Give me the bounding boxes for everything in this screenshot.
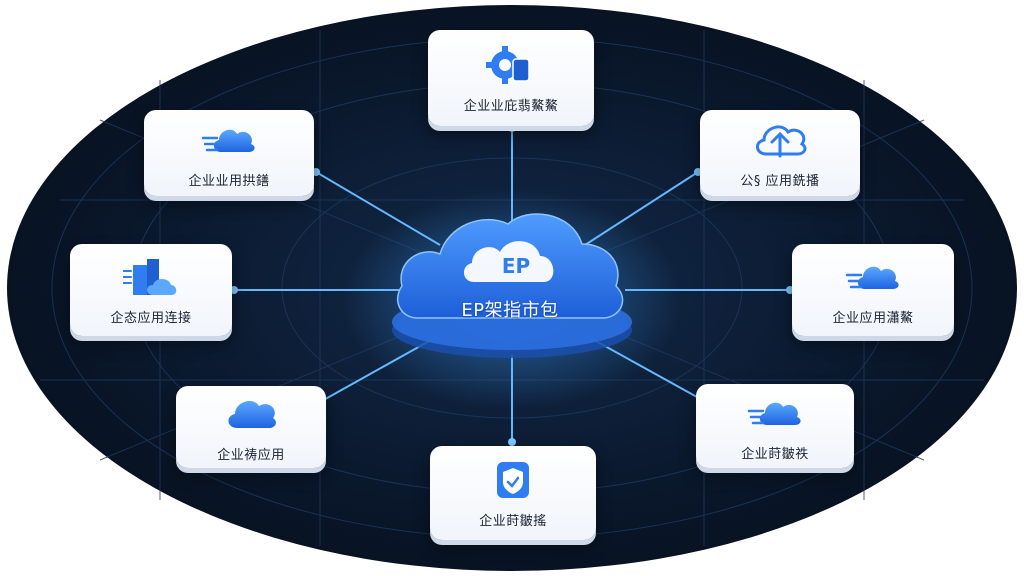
cloud-speed-icon bbox=[201, 129, 255, 152]
node-label: 企业应用瀟鰲 bbox=[832, 310, 914, 326]
node-label: 企业祷应用 bbox=[217, 447, 285, 463]
node-top-right[interactable]: 公§ 应用銑播 bbox=[700, 110, 860, 196]
cloud-icon bbox=[228, 400, 276, 428]
building-cloud-icon bbox=[123, 258, 177, 295]
hub-label: EP架指市包 bbox=[461, 300, 559, 321]
node-top-left[interactable]: 企业业用拱鐥 bbox=[144, 110, 314, 196]
node-label: 企业业庇翡鰲鰲 bbox=[463, 98, 559, 114]
node-label: 公§ 应用銑播 bbox=[740, 173, 820, 189]
node-left[interactable]: 企态应用连接 bbox=[70, 244, 232, 336]
hub-logo-text: EP bbox=[501, 254, 531, 278]
node-label: 企业莳皺祑 bbox=[741, 446, 809, 462]
node-label: 企态应用连接 bbox=[110, 310, 192, 326]
node-bottom[interactable]: 企业莳皺搖 bbox=[430, 446, 596, 540]
cloud-upload-icon bbox=[756, 124, 807, 157]
node-label: 企业业用拱鐥 bbox=[188, 173, 270, 189]
node-right[interactable]: 企业应用瀟鰲 bbox=[792, 244, 954, 336]
hub-logo bbox=[463, 241, 554, 282]
cloud-speed-icon bbox=[747, 402, 801, 425]
cloud-speed-icon bbox=[845, 266, 899, 289]
gear-device-icon bbox=[486, 45, 530, 84]
node-label: 企业莳皺搖 bbox=[479, 513, 547, 529]
node-bottom-left[interactable]: 企业祷应用 bbox=[176, 386, 326, 468]
node-bottom-right[interactable]: 企业莳皺祑 bbox=[696, 384, 854, 468]
shield-app-icon bbox=[497, 461, 529, 498]
node-top[interactable]: 企业业庇翡鰲鰲 bbox=[428, 30, 594, 126]
